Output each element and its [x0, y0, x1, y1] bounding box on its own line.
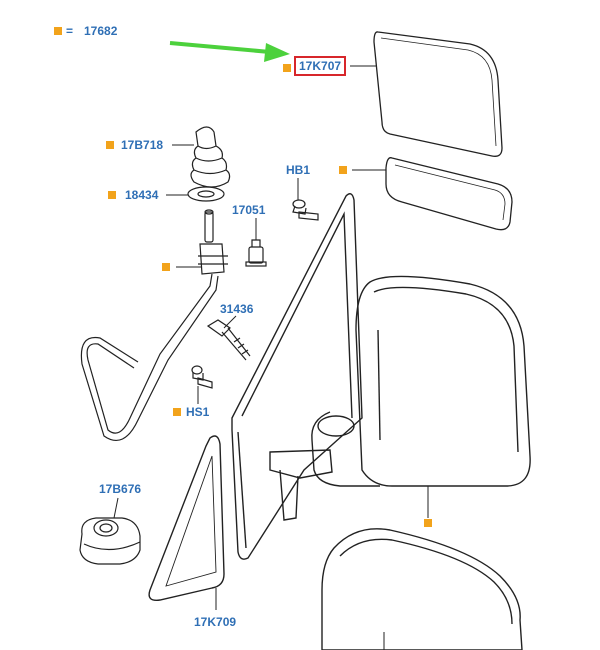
clip-part	[245, 239, 267, 267]
housing-marker	[424, 519, 432, 527]
bolt-31436-label[interactable]: 31436	[220, 302, 254, 316]
legend-equals: =	[66, 24, 74, 38]
bolt-hb1-part	[292, 199, 319, 221]
bolt-hb1-label[interactable]: HB1	[286, 163, 311, 177]
knob-part	[79, 517, 141, 565]
boot-marker	[106, 141, 114, 149]
pointer-arrow	[169, 41, 290, 62]
boot-part	[190, 126, 231, 188]
gasket-marker	[108, 191, 116, 199]
trim-label[interactable]: 17K709	[194, 615, 237, 629]
adjuster-marker	[162, 263, 170, 271]
adjuster-part	[80, 209, 228, 441]
legend-marker	[54, 27, 62, 35]
gasket-part	[187, 186, 225, 202]
bolt-hs1-part	[191, 365, 213, 389]
door-frame-part	[231, 193, 363, 560]
boot-label[interactable]: 17B718	[121, 138, 164, 152]
mirror-glass-label[interactable]: 17K707	[294, 56, 347, 76]
trim-part	[148, 435, 225, 601]
mirror-cover-part	[321, 528, 523, 650]
mirror-backing-marker	[339, 166, 347, 174]
knob-label[interactable]: 17B676	[99, 482, 142, 496]
mirror-glass-marker	[283, 64, 291, 72]
clip-label[interactable]: 17051	[232, 203, 266, 217]
gasket-label[interactable]: 18434	[125, 188, 159, 202]
bolt-hs1-label[interactable]: HS1	[186, 405, 210, 419]
mirror-glass-part	[373, 31, 503, 157]
bolt-hs1-marker	[173, 408, 181, 416]
legend-number: 17682	[84, 24, 118, 38]
bolt-31436-part	[206, 319, 251, 361]
mirror-backing-part	[385, 157, 513, 231]
mirror-housing-part	[269, 275, 531, 521]
